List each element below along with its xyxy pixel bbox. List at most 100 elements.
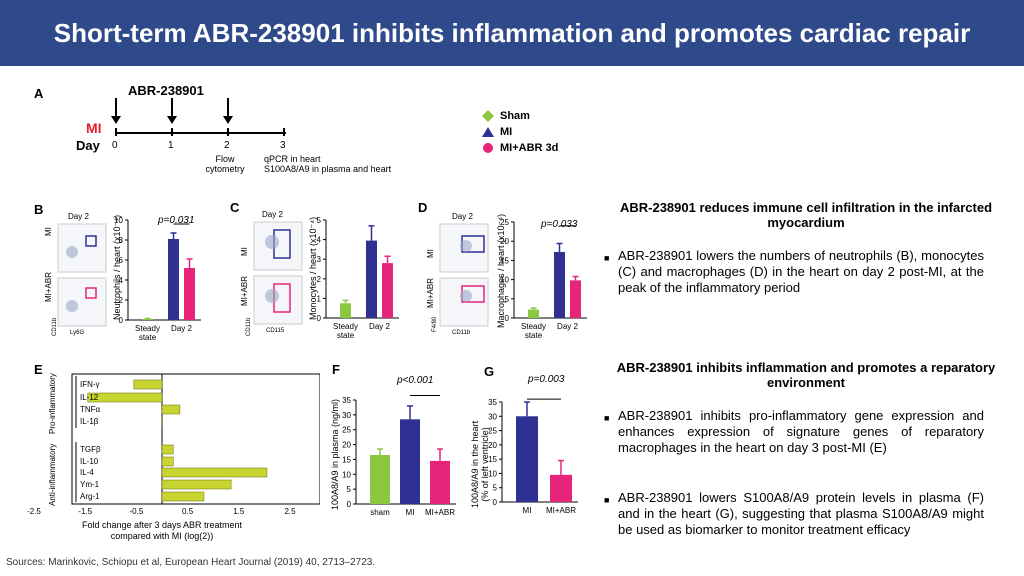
- legend-item: Sham: [482, 108, 558, 124]
- y-tick-label: 5: [317, 216, 322, 225]
- category-label: Arg-1: [80, 492, 100, 501]
- x-tick-label: 0.5: [182, 507, 194, 516]
- bullet-2-text: ABR-238901 inhibits pro-inflammatory gen…: [618, 408, 984, 455]
- bullet-1-text: ABR-238901 lowers the numbers of neutrop…: [618, 248, 984, 295]
- qpcr-label: qPCR in heart S100A8/A9 in plasma and he…: [264, 154, 392, 174]
- source-citation: Sources: Marinkovic, Schiopu et al, Euro…: [6, 557, 376, 568]
- x-tick-label: MI: [406, 508, 415, 517]
- bullet-icon: ■: [604, 413, 610, 423]
- legend-label: MI: [500, 126, 513, 138]
- category-label: IL-1β: [80, 417, 99, 426]
- panel-a-letter: A: [34, 86, 44, 101]
- bullet-icon: ■: [604, 495, 610, 505]
- y-tick-label: 25: [500, 218, 509, 227]
- bar: [366, 240, 377, 318]
- y-tick-label: 2: [119, 296, 124, 305]
- x-tick-label: Day 2: [557, 322, 578, 331]
- chart-e: IFN-γIL-12TNFαIL-1βTGFβIL-10IL-4Ym-1Arg-…: [27, 373, 320, 516]
- bar: [382, 263, 393, 318]
- bar: [161, 444, 174, 455]
- bullet-icon: ■: [604, 253, 610, 263]
- y-tick-label: 6: [119, 256, 124, 265]
- panel-b-day: Day 2: [68, 212, 89, 221]
- panel-d-row-abr: MI+ABR: [426, 277, 435, 308]
- day-tick-1: 1: [168, 140, 174, 151]
- y-tick-label: 15: [488, 455, 497, 464]
- mi-label: MI: [86, 120, 102, 136]
- bar: [528, 309, 539, 318]
- section-title-1: ABR-238901 reduces immune cell infiltrat…: [619, 200, 993, 230]
- category-label: IL-12: [80, 393, 99, 402]
- bar: [184, 268, 195, 320]
- category-label: IFN-γ: [80, 380, 100, 389]
- day-tick-2: 2: [224, 140, 230, 151]
- panel-g-ylabel: 100A8/A9 in the heart (% of left ventric…: [470, 420, 490, 508]
- panel-b-xaxis: Ly6G: [70, 330, 85, 336]
- bullet-2: ■ ABR-238901 inhibits pro-inflammatory g…: [604, 408, 984, 456]
- slide-title: Short-term ABR-238901 inhibits inflammat…: [0, 0, 1024, 66]
- panel-d-letter: D: [418, 200, 428, 215]
- flow-plot-c: [253, 221, 303, 325]
- y-tick-label: 10: [114, 216, 123, 225]
- bar: [161, 467, 268, 478]
- panel-d-day: Day 2: [452, 212, 473, 221]
- y-tick-label: 4: [119, 276, 124, 285]
- bar: [340, 303, 351, 318]
- category-label: IL-10: [80, 457, 99, 466]
- x-tick-label: sham: [370, 508, 390, 517]
- panel-d-xaxis: CD11b: [452, 330, 471, 336]
- panel-d-yaxis: F4/80: [432, 316, 438, 332]
- panel-d-pvalue: p=0.033: [541, 219, 578, 230]
- x-tick-label: state: [337, 331, 355, 340]
- legend-item: MI: [482, 124, 558, 140]
- panel-e-pro-label: Pro-inflammatory: [48, 373, 57, 434]
- y-tick-label: 10: [500, 276, 509, 285]
- bullet-3: ■ ABR-238901 lowers S100A8/A9 protein le…: [604, 490, 984, 538]
- plot-frame: [71, 373, 320, 505]
- panel-b-row-abr: MI+ABR: [44, 271, 53, 302]
- panel-g-letter: G: [484, 364, 495, 379]
- y-tick-label: 0: [347, 500, 352, 509]
- bar: [87, 392, 163, 403]
- legend: Sham MI MI+ABR 3d: [482, 108, 558, 156]
- y-tick-label: 35: [342, 396, 351, 405]
- legend-label: Sham: [500, 110, 530, 122]
- y-tick-label: 1: [317, 294, 322, 303]
- y-tick-label: 25: [488, 427, 497, 436]
- triangle-icon: [482, 127, 494, 137]
- y-tick-label: 20: [500, 237, 509, 246]
- y-tick-label: 20: [488, 441, 497, 450]
- bar: [516, 416, 538, 502]
- category-label: TNFα: [80, 405, 101, 414]
- x-tick-label: state: [139, 333, 157, 342]
- x-tick-label: state: [525, 331, 543, 340]
- category-label: Ym-1: [80, 480, 100, 489]
- panel-e-anti-label: Anti-inflammatory: [48, 443, 57, 506]
- y-tick-label: 30: [488, 412, 497, 421]
- category-label: IL-4: [80, 468, 94, 477]
- bar: [161, 416, 163, 427]
- panel-c-letter: C: [230, 200, 240, 215]
- bar: [161, 479, 232, 490]
- y-tick-label: 20: [342, 441, 351, 450]
- x-tick-label: -1.5: [78, 507, 92, 516]
- x-tick-label: MI+ABR: [425, 508, 455, 517]
- y-tick-label: 0: [317, 314, 322, 323]
- x-tick-label: Day 2: [369, 322, 390, 331]
- day-label: Day: [76, 138, 100, 153]
- x-tick-label: MI+ABR: [546, 506, 576, 515]
- y-tick-label: 5: [505, 295, 510, 304]
- y-tick-label: 10: [488, 469, 497, 478]
- panel-b-pvalue: p=0.031: [158, 215, 195, 226]
- panel-c-ylabel: Monocytes / heart (x10⁻⁴): [308, 216, 318, 320]
- panel-b-row-mi: MI: [44, 227, 53, 236]
- y-tick-label: 0: [505, 314, 510, 323]
- bar: [400, 419, 420, 504]
- panel-f-pvalue: p<0.001: [397, 375, 434, 386]
- flow-cytometry-label: Flow cytometry: [205, 154, 245, 174]
- x-tick-label: Steady: [521, 322, 546, 331]
- x-tick-label: Day 2: [171, 324, 192, 333]
- bar: [370, 454, 390, 504]
